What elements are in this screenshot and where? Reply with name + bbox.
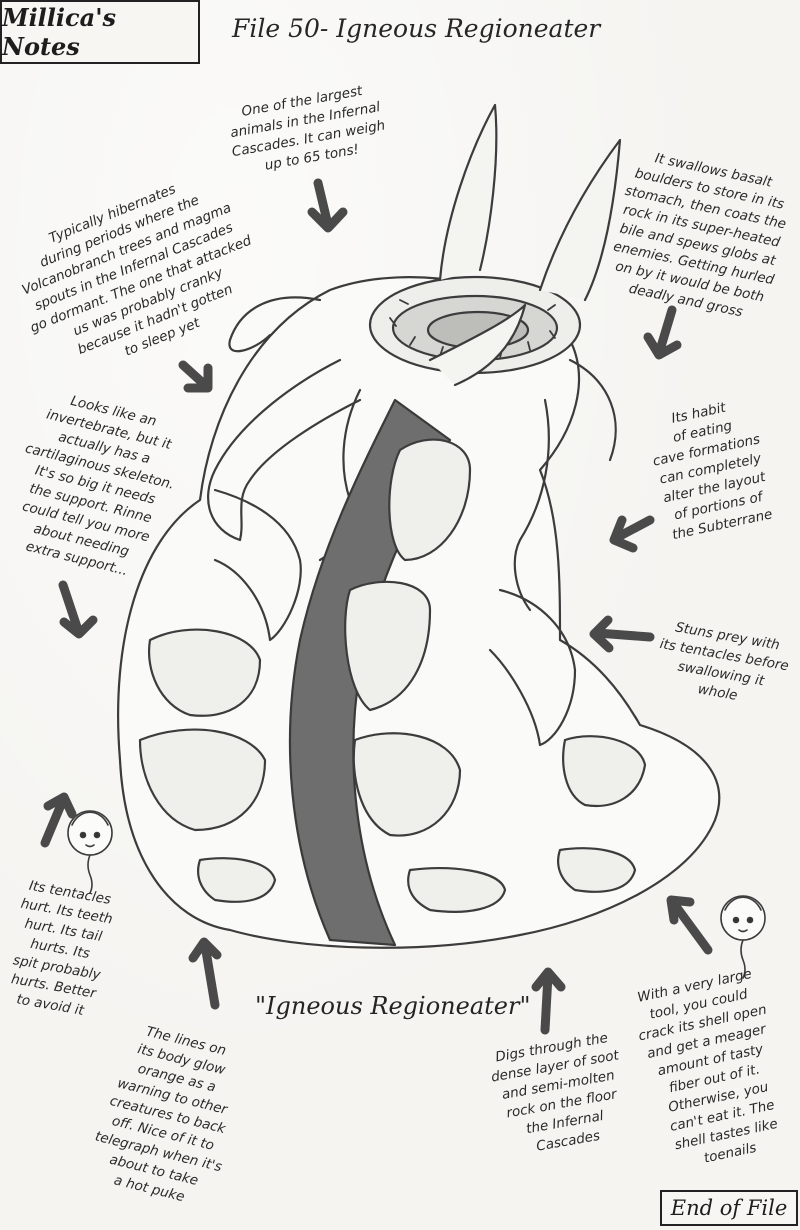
note-hurt: Its tentacles hurt. Its teeth hurt. Its …: [9, 877, 114, 1019]
arrow-icon: [609, 515, 655, 553]
tentacle-far-right: [568, 358, 617, 462]
horn-right: [538, 138, 622, 302]
arrow-icon: [643, 305, 682, 360]
arrow-icon: [58, 580, 98, 639]
file-title: File 50- Igneous Regioneater: [232, 14, 601, 43]
chibi-face-right: [720, 895, 766, 979]
end-of-file-label: End of File: [670, 1196, 788, 1220]
tentacle-left-1: [228, 296, 322, 353]
tentacle-right: [513, 398, 550, 612]
shell-plate: [388, 438, 472, 562]
chibi-face-left: [67, 810, 113, 894]
tail-fringe-left: [213, 488, 302, 642]
arrow-icon: [307, 178, 348, 233]
horn-front: [428, 303, 527, 387]
arrow-icon: [666, 895, 713, 955]
tentacle-left-2: [207, 358, 362, 542]
arrow-icon: [531, 967, 566, 1035]
creature-name: "Igneous Regioneater": [255, 992, 531, 1020]
notebook-title: Millica's Notes: [2, 3, 117, 61]
arrow-icon: [178, 360, 213, 393]
horn-left: [438, 103, 498, 282]
arrow-icon: [589, 615, 655, 653]
tail-fringe-right: [488, 588, 577, 747]
notebook-title-box: Millica's Notes: [0, 0, 200, 64]
arrow-icon: [40, 792, 77, 848]
arrow-icon: [188, 937, 222, 1010]
end-of-file-box: End of File: [660, 1190, 798, 1226]
